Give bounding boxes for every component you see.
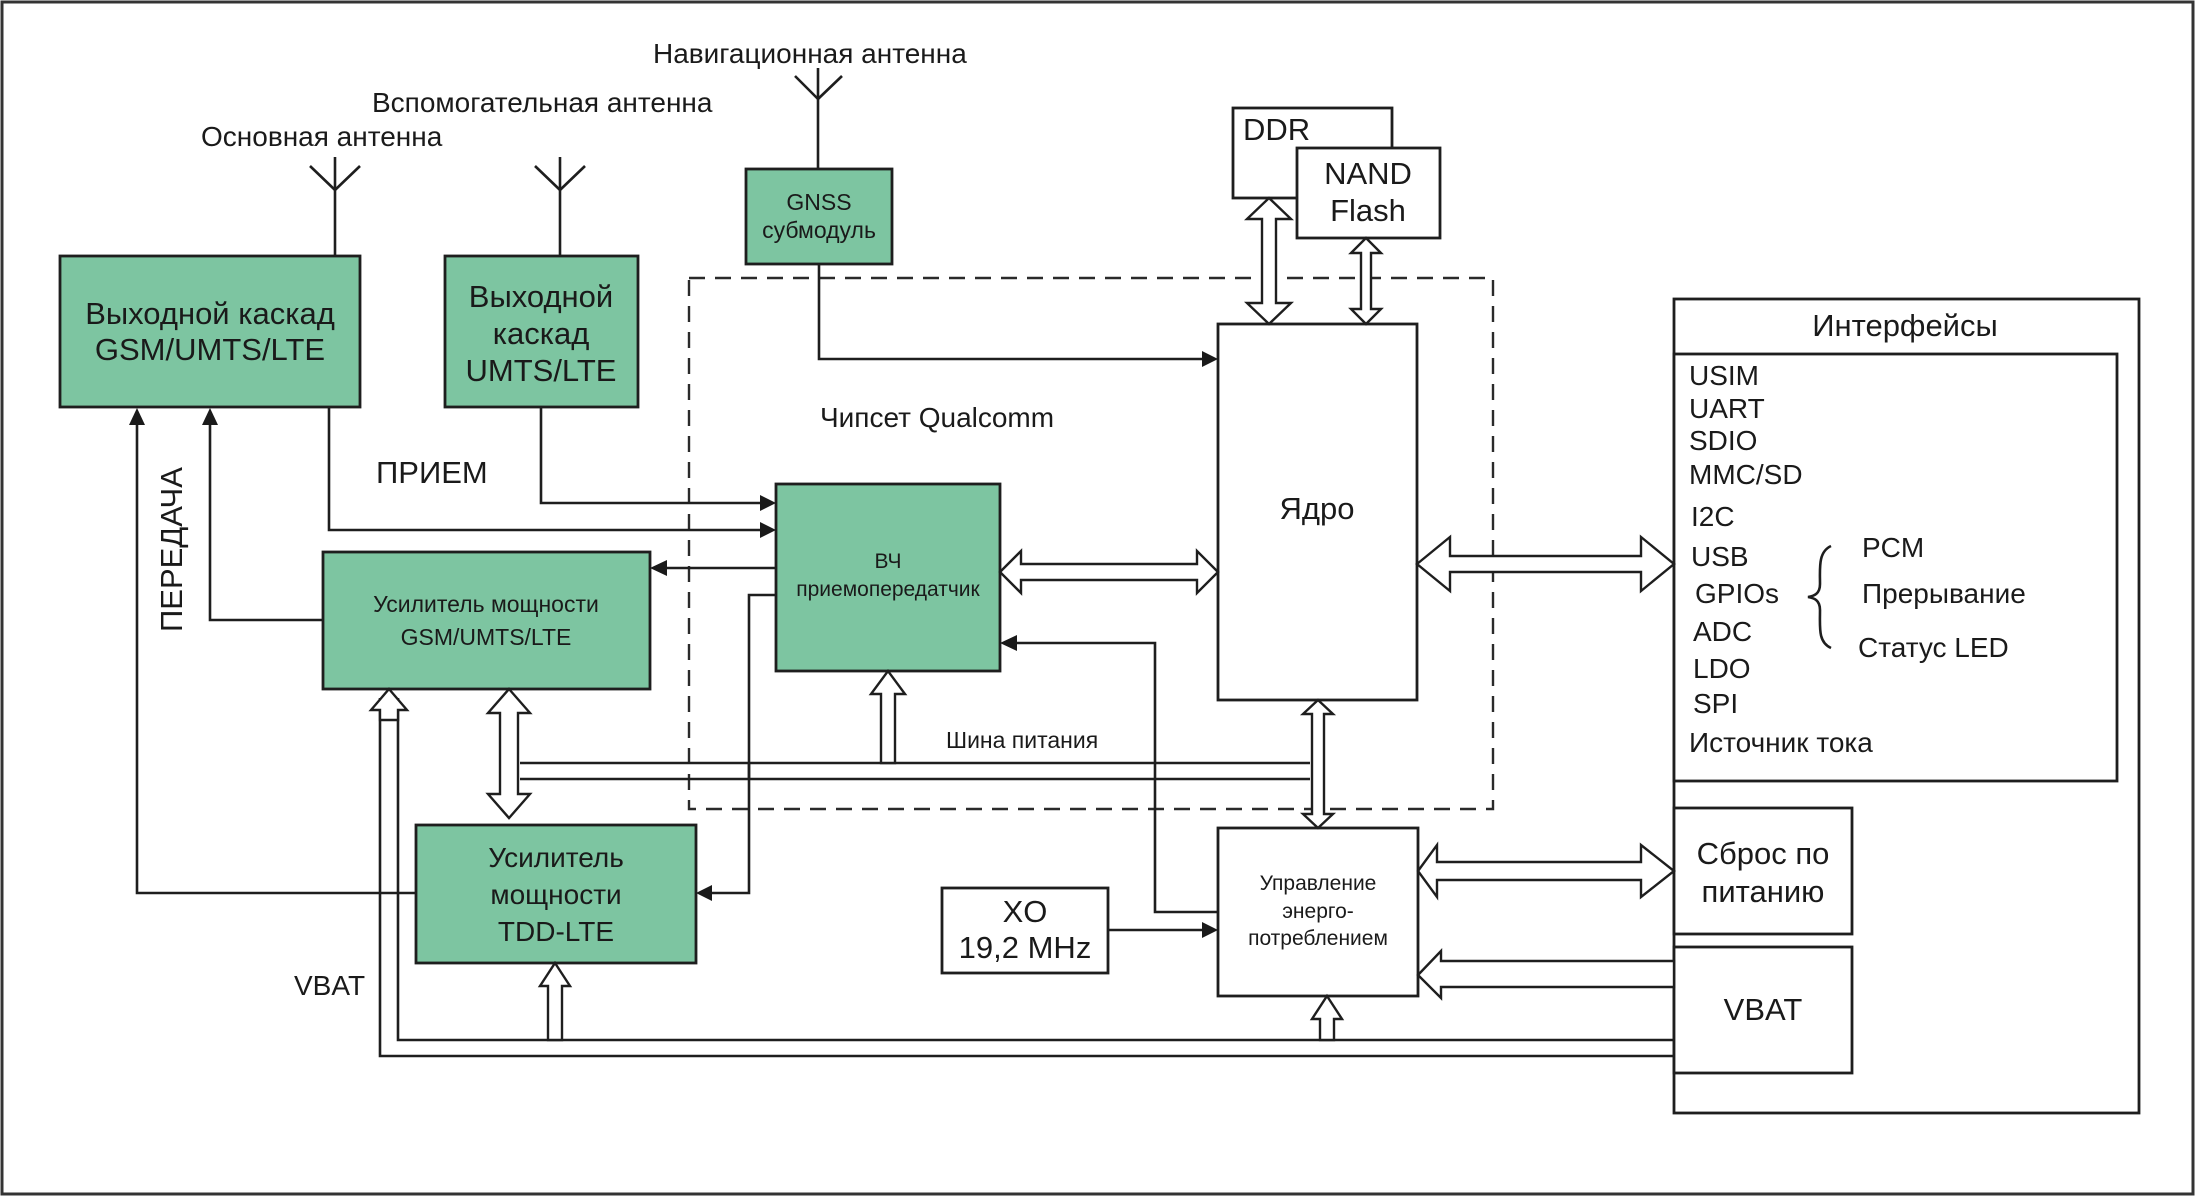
svg-text:GNSS: GNSS [786, 189, 851, 215]
svg-text:GSM/UMTS/LTE: GSM/UMTS/LTE [95, 332, 325, 367]
antenna-aux-icon [534, 157, 586, 256]
interface-item: I2C [1691, 501, 1735, 532]
arrowhead-icon [202, 408, 218, 425]
core-interfaces-bus-arrow [1415, 534, 1676, 594]
power-reset-block: Сброс по питанию [1672, 806, 1854, 936]
rf-core-bus-arrow [998, 548, 1220, 596]
antenna-nav-icon [794, 68, 843, 169]
arrowhead-icon [650, 560, 667, 576]
arrowhead-icon [696, 885, 712, 901]
power-bus [520, 761, 1310, 781]
frontend-gsm-umts-lte-block: Выходной каскад GSM/UMTS/LTE [58, 254, 362, 409]
interface-list: USIM UART SDIO MMC/SD I2C USB GPIOs ADC … [1689, 360, 1873, 758]
receive-main-line [327, 407, 762, 532]
vbat-pmu-bottom-arrow [1309, 993, 1345, 1042]
chipset-boundary [687, 276, 1495, 811]
vbat-pa-gsm-arrow [368, 687, 410, 722]
svg-text:Ядро: Ядро [1280, 491, 1355, 526]
interface-item: Источник тока [1689, 727, 1873, 758]
transmit-line-2 [135, 424, 416, 895]
svg-text:DDR: DDR [1243, 112, 1310, 147]
xo-oscillator-block: XO 19,2 MHz [940, 886, 1110, 975]
svg-text:UMTS/LTE: UMTS/LTE [466, 353, 617, 388]
svg-text:мощности: мощности [490, 879, 621, 910]
receive-label: ПРИЕМ [376, 455, 488, 490]
interface-item: USIM [1689, 360, 1759, 391]
gpio-function: PCM [1862, 532, 1924, 563]
pa-gsm-umts-lte-block: Усилитель мощности GSM/UMTS/LTE [321, 550, 652, 691]
svg-text:питанию: питанию [1702, 874, 1825, 909]
interfaces-list-box [1672, 352, 2119, 783]
gpio-function: Статус LED [1858, 632, 2009, 663]
rf-transceiver-block: ВЧ приемопередатчик [774, 482, 1002, 673]
svg-text:приемопередатчик: приемопередатчик [796, 578, 980, 601]
interface-item: GPIOs [1695, 578, 1779, 609]
interface-item: MMC/SD [1689, 459, 1803, 490]
antenna-main-icon [309, 157, 361, 256]
chipset-label: Чипсет Qualcomm [820, 402, 1054, 433]
frontend-umts-lte-block: Выходной каскад UMTS/LTE [443, 254, 640, 409]
svg-text:субмодуль: субмодуль [762, 217, 876, 243]
arrowhead-icon [1000, 635, 1017, 651]
svg-text:Управление: Управление [1260, 872, 1377, 895]
interface-item: SPI [1693, 688, 1738, 719]
svg-text:GSM/UMTS/LTE: GSM/UMTS/LTE [401, 624, 572, 650]
svg-text:ВЧ: ВЧ [874, 550, 901, 573]
svg-text:Выходной каскад: Выходной каскад [85, 296, 335, 331]
core-pmu-bus-arrow [1299, 698, 1337, 830]
rf-to-pa-tdd-line [711, 593, 776, 895]
transmit-line-1 [208, 424, 323, 622]
interface-item: SDIO [1689, 425, 1757, 456]
nand-core-bus-arrow [1348, 236, 1384, 326]
transmit-label: ПЕРЕДАЧА [154, 467, 189, 632]
receive-aux-line [539, 407, 762, 505]
svg-text:Усилитель: Усилитель [488, 842, 624, 873]
interface-item: LDO [1693, 653, 1751, 684]
gnss-submodule-block: GNSS субмодуль [744, 167, 894, 266]
interface-item: USB [1691, 541, 1749, 572]
svg-text:TDD-LTE: TDD-LTE [498, 916, 614, 947]
power-management-block: Управление энерго- потреблением [1216, 826, 1420, 998]
vbat-bus [378, 698, 1674, 1058]
svg-text:NAND: NAND [1324, 156, 1412, 191]
arrowhead-icon [1202, 922, 1218, 938]
interface-item: UART [1689, 393, 1765, 424]
pa-gsm-bus-arrow [485, 687, 533, 820]
arrowhead-icon [1202, 351, 1218, 367]
vbat-label: VBAT [294, 970, 365, 1001]
svg-text:Усилитель мощности: Усилитель мощности [373, 591, 599, 617]
arrowhead-icon [129, 408, 145, 425]
svg-text:потреблением: потреблением [1248, 927, 1388, 950]
svg-text:Сброс по: Сброс по [1697, 836, 1830, 871]
svg-text:энерго-: энерго- [1282, 900, 1354, 923]
svg-text:VBAT: VBAT [1724, 992, 1803, 1027]
pmu-reset-bus-arrow [1416, 841, 1676, 901]
gpio-brace-icon [1807, 544, 1832, 650]
pmu-to-rf-line [1016, 641, 1218, 914]
ddr-core-bus-arrow [1244, 196, 1294, 326]
svg-text:Выходной: Выходной [469, 279, 613, 314]
arrowhead-icon [760, 522, 776, 538]
antenna-aux-label: Вспомогательная антенна [372, 87, 713, 118]
power-bus-label: Шина питания [946, 727, 1098, 753]
interface-item: ADC [1693, 616, 1752, 647]
antenna-nav-label: Навигационная антенна [653, 38, 967, 69]
svg-text:19,2 MHz: 19,2 MHz [959, 930, 1092, 965]
gpio-function: Прерывание [1862, 578, 2026, 609]
svg-text:XO: XO [1003, 894, 1048, 929]
core-block: Ядро [1216, 322, 1419, 702]
svg-text:Flash: Flash [1330, 193, 1406, 228]
nand-flash-block: NAND Flash [1295, 146, 1442, 240]
bus-rf-arrow [868, 668, 908, 765]
interfaces-title: Интерфейсы [1812, 308, 1998, 343]
arrowhead-icon [760, 495, 776, 511]
antenna-main-label: Основная антенна [201, 121, 443, 152]
gnss-to-core-line [817, 264, 1204, 361]
vbat-pa-tdd-arrow [537, 960, 573, 1042]
svg-text:каскад: каскад [493, 316, 590, 351]
pa-tdd-lte-block: Усилитель мощности TDD-LTE [414, 823, 698, 965]
vbat-block: VBAT [1672, 945, 1854, 1075]
vbat-pmu-arrow [1416, 948, 1676, 1001]
